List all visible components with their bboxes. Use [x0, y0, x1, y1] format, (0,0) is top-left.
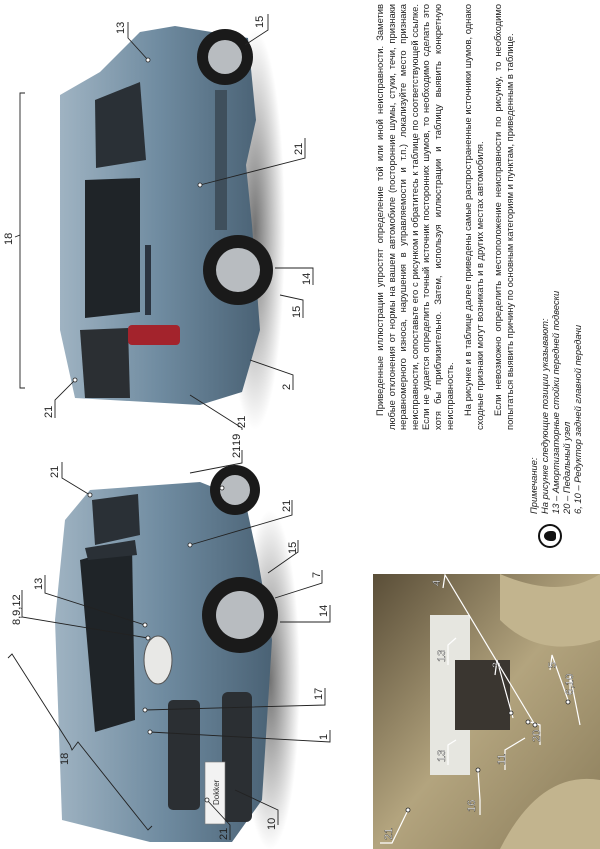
- wheel-rim: [220, 475, 250, 505]
- rear-side-window: [85, 178, 140, 318]
- windshield: [80, 545, 135, 732]
- seat-left: [500, 778, 600, 849]
- paragraph: Приведенные иллюстрации упростят определ…: [374, 4, 455, 430]
- callout-label: 17: [313, 688, 325, 700]
- callout-label: 14: [301, 273, 313, 285]
- note-intro: На рисунке следующие позиции указывают:: [539, 318, 550, 514]
- callout-label: 21: [231, 446, 243, 458]
- rear-car: 18 13 15 21 14 15 2 21 21: [3, 14, 314, 430]
- front-car: Dokker 21 8,9,12 13 18 19 21 21 15 7 14 …: [7, 434, 331, 849]
- callout-label: 18: [3, 233, 15, 245]
- upper-grille: [168, 700, 200, 810]
- callout-label: 21: [281, 500, 293, 512]
- wheel-rim: [208, 40, 242, 74]
- callout-label: 14: [318, 605, 330, 617]
- interior-photo: 21 16 13 11 20 13 3 4 5 6,10: [373, 573, 600, 849]
- front-door-window: [85, 540, 137, 560]
- callout-label: 16: [466, 800, 478, 812]
- body-text: Приведенные иллюстрации упростят определ…: [374, 4, 523, 430]
- callout-label: 21: [43, 406, 55, 418]
- tail-light: [128, 325, 180, 345]
- text-column: Приведенные иллюстрации упростят определ…: [370, 0, 600, 560]
- callout-label: 10: [266, 818, 278, 830]
- callout-label: 21: [383, 828, 395, 840]
- plate-logo: Dokker: [212, 779, 221, 805]
- callout-label: 21: [49, 466, 61, 478]
- side-molding: [215, 90, 227, 230]
- wheel-rim: [216, 591, 264, 639]
- wheel-rim: [216, 248, 260, 292]
- callout-label: 21: [293, 143, 305, 155]
- callout-label: 15: [291, 306, 303, 318]
- seat-right: [500, 574, 600, 647]
- callout-label: 5: [547, 662, 559, 668]
- license-plate: [204, 761, 226, 825]
- callout-label: 13: [33, 578, 45, 590]
- callout-label: 3: [491, 662, 503, 668]
- lower-grille: [222, 692, 252, 822]
- note-box: Примечание: На рисунке следующие позиции…: [528, 128, 583, 548]
- callout-label: 21: [236, 416, 248, 428]
- callout-label: 13: [115, 22, 127, 34]
- callout-label: 11: [496, 754, 508, 765]
- front-side-window: [95, 82, 146, 168]
- headlight: [143, 635, 173, 685]
- lightbulb-icon: [538, 524, 562, 548]
- paragraph: Если невозможно определить местоположени…: [492, 4, 515, 430]
- callout-label: 8,9,12: [11, 594, 23, 625]
- paragraph: На рисунке и в таблице далее приведены с…: [462, 4, 485, 430]
- sliding-door-rail: [145, 245, 151, 315]
- callout-label: 13: [436, 750, 448, 762]
- callout-label: 13: [436, 650, 448, 662]
- callout-label: 18: [59, 753, 71, 765]
- note-item: 20 – Педальный узел: [561, 421, 572, 514]
- callout-label: 7: [311, 572, 323, 578]
- callout-label: 21: [218, 828, 230, 840]
- callout-label: 15: [287, 542, 299, 554]
- callout-label: 20: [531, 730, 543, 742]
- note-item: 6, 10 – Редуктор задней главной передачи: [572, 324, 583, 514]
- callout-label: 4: [431, 580, 443, 586]
- callout-label: 1: [318, 734, 330, 740]
- note-item: 13 – Амортизаторные стойки передней подв…: [550, 290, 561, 514]
- callout-label: 6,10: [564, 674, 576, 695]
- callout-label: 19: [231, 434, 243, 446]
- callout-label: 2: [281, 384, 293, 390]
- tailgate-glass: [80, 328, 130, 398]
- note-title: Примечание:: [528, 457, 539, 514]
- side-window: [92, 494, 140, 545]
- callout-label: 15: [254, 16, 266, 28]
